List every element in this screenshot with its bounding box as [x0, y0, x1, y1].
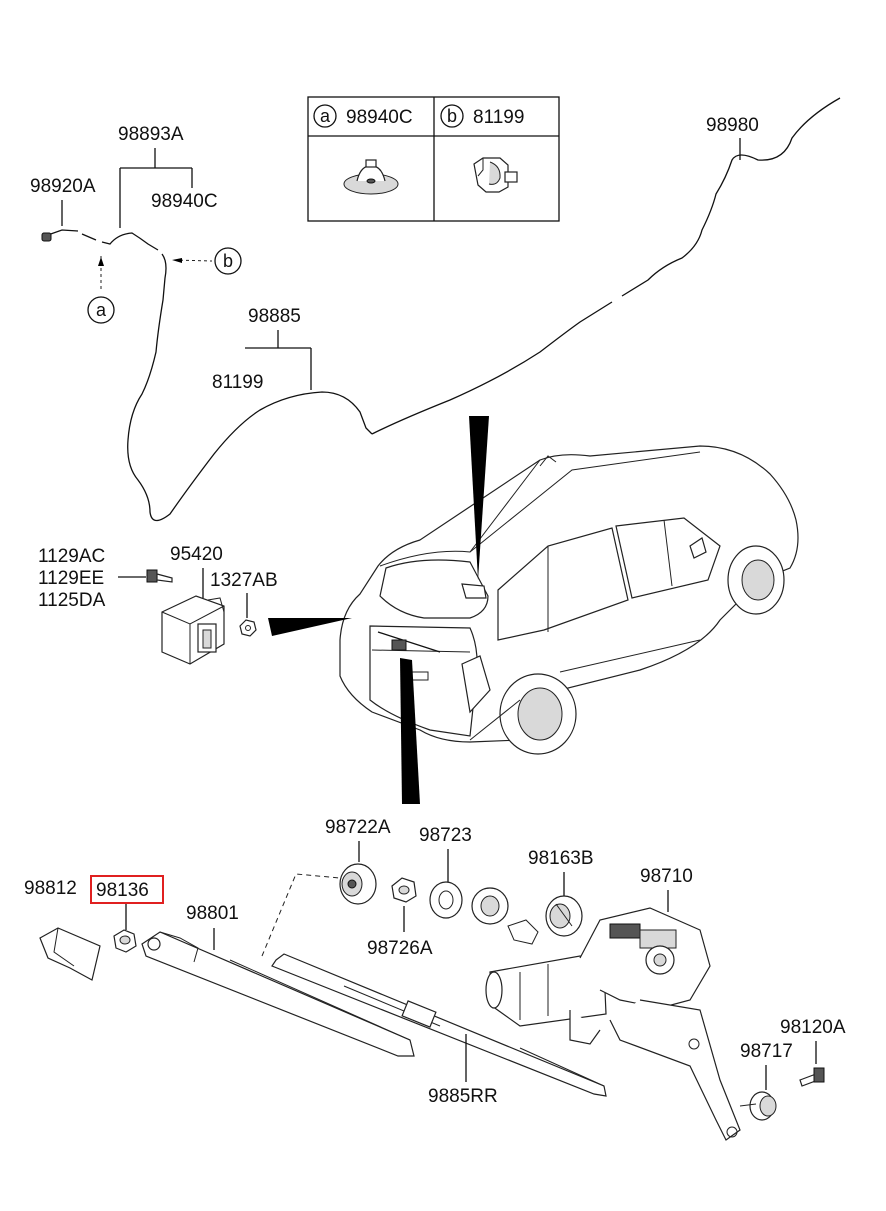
hose-98885: [127, 253, 373, 522]
label-98723: 98723: [419, 825, 472, 846]
hose-98893a: [81, 232, 159, 251]
legend-table: a 98940C b 81199: [307, 96, 560, 222]
grommet-98940c-drawing: [343, 159, 399, 195]
pointer-nozzle: [469, 416, 489, 580]
label-1327AB: 1327AB: [210, 570, 278, 591]
label-81199: 81199: [212, 372, 263, 393]
label-98885: 98885: [248, 306, 301, 327]
vehicle-illustration: [339, 445, 799, 755]
nut-98136: [113, 929, 137, 953]
callout-b: b: [172, 247, 242, 275]
label-98722A: 98722A: [325, 817, 391, 838]
bolt-98120a: [799, 1067, 825, 1087]
pointer-module: [268, 618, 352, 636]
cap-98812: [39, 927, 101, 981]
label-98893A: 98893A: [118, 124, 184, 145]
label-98812: 98812: [24, 878, 77, 899]
clip-81199-drawing: [473, 157, 518, 193]
hose-98980: [371, 97, 841, 435]
nut-98726a: [391, 877, 417, 903]
module-95420: [161, 595, 225, 665]
legend-a-part: 98940C: [346, 107, 413, 128]
label-98710: 98710: [640, 866, 693, 887]
legend-b-circle: [440, 104, 464, 128]
callout-a-letter: a: [96, 300, 107, 320]
cap-98163b: [545, 895, 583, 937]
wiper-motor-98710: [485, 907, 741, 1141]
label-98920A: 98920A: [30, 176, 96, 197]
label-98980: 98980: [706, 115, 759, 136]
bushing-98717: [739, 1091, 777, 1121]
label-95420: 95420: [170, 544, 223, 565]
label-98120A: 98120A: [780, 1017, 846, 1038]
label-98726A: 98726A: [367, 938, 433, 959]
label-98801: 98801: [186, 903, 239, 924]
label-98136: 98136: [96, 880, 149, 901]
label-1125DA: 1125DA: [38, 590, 106, 611]
grommet-98722a: [339, 863, 377, 905]
bushing: [471, 887, 509, 925]
callout-b-letter: b: [223, 251, 233, 271]
legend-b-letter: b: [447, 106, 457, 126]
label-98940C: 98940C: [151, 191, 218, 212]
legend-a-letter: a: [320, 106, 331, 126]
wiper-arm-98801: [141, 931, 415, 1057]
callout-a: a: [87, 256, 115, 324]
bolt-1129ac: [146, 569, 173, 583]
label-9885RR: 9885RR: [428, 1086, 498, 1107]
wiper-blade-9885rr: [271, 953, 607, 1097]
legend-a-circle: [313, 104, 337, 128]
washer-nozzle-98920a: [41, 229, 79, 242]
highlight-98136: [90, 875, 164, 904]
legend-b-part: 81199: [473, 107, 524, 128]
nut-1327ab: [239, 619, 257, 637]
label-98163B: 98163B: [528, 848, 594, 869]
label-1129AC: 1129AC: [38, 546, 105, 567]
label-1129EE: 1129EE: [38, 568, 104, 589]
pointer-wiper-motor: [400, 658, 420, 804]
label-98717: 98717: [740, 1041, 793, 1062]
washer-98723: [429, 881, 463, 919]
